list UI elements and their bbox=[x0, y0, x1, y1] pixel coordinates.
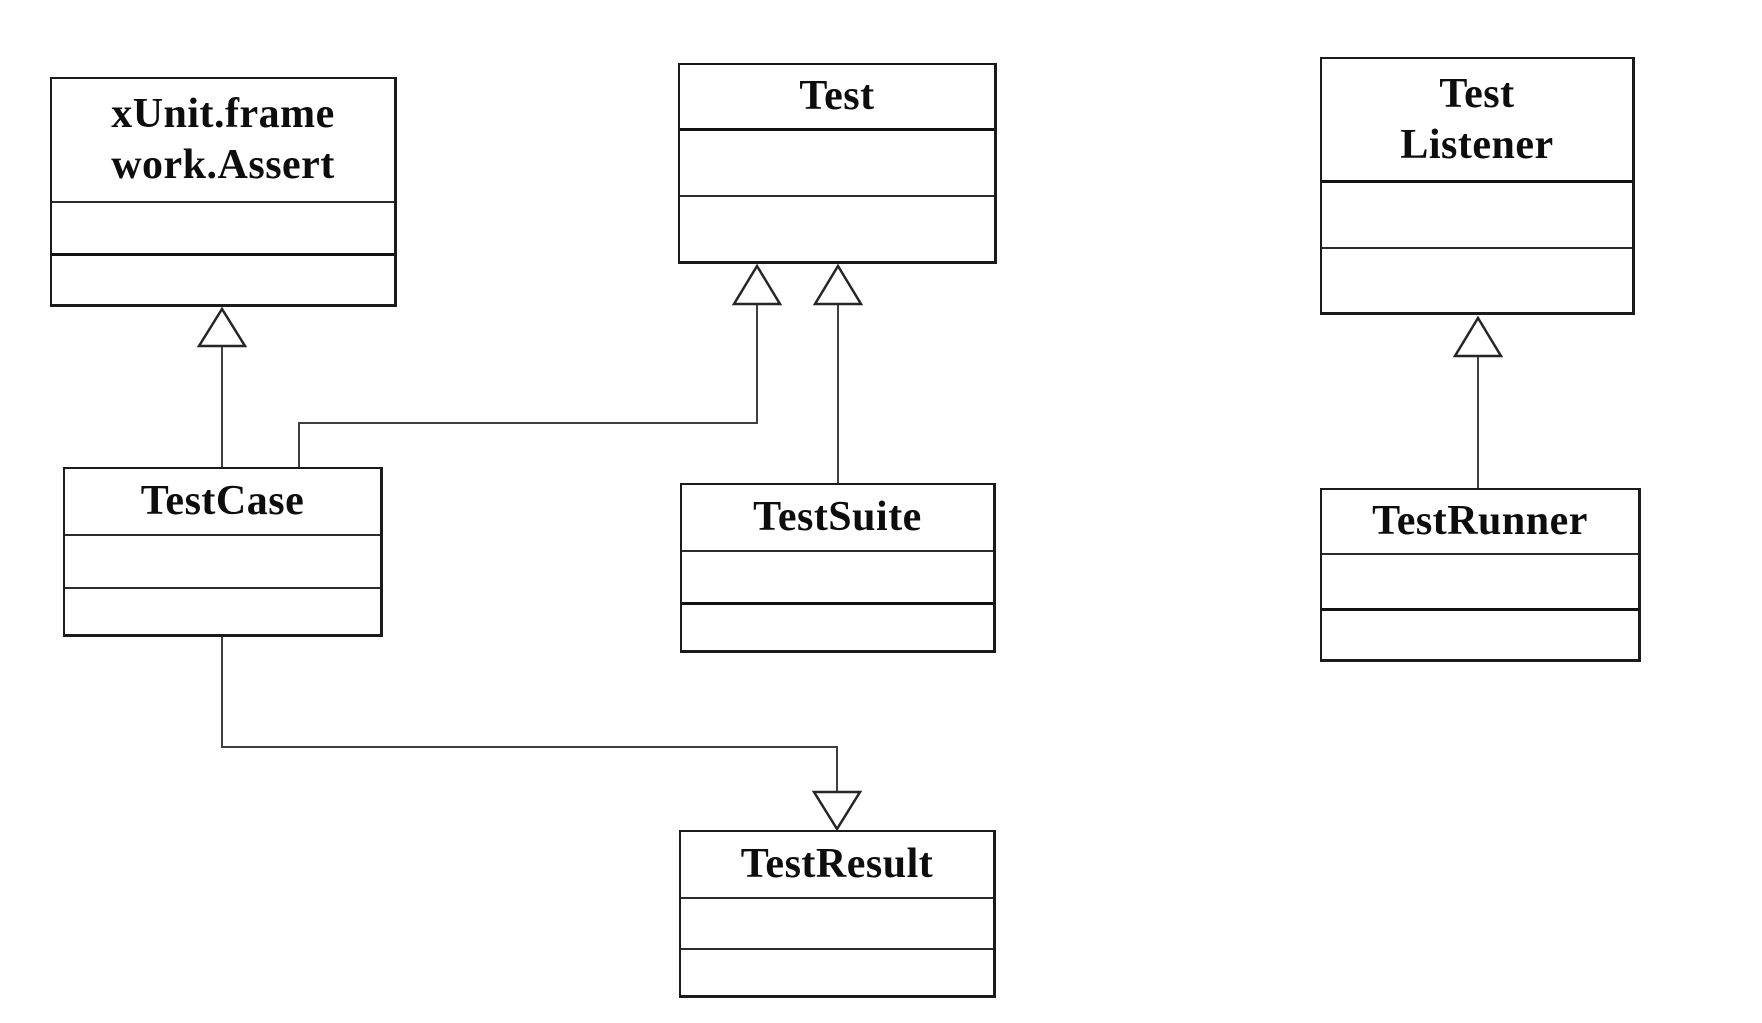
operations-compartment bbox=[680, 195, 994, 261]
operations-compartment bbox=[682, 602, 993, 650]
class-name-line: work.Assert bbox=[111, 142, 335, 188]
class-box-testrunner: TestRunner bbox=[1320, 488, 1641, 662]
attributes-compartment bbox=[1322, 180, 1632, 247]
inheritance-arrowhead-icon bbox=[811, 790, 863, 832]
class-box-test: Test bbox=[678, 63, 997, 264]
operations-compartment bbox=[52, 253, 394, 304]
inheritance-arrowhead-icon bbox=[812, 263, 864, 306]
class-box-testresult: TestResult bbox=[679, 830, 996, 998]
class-name-line: TestSuite bbox=[753, 494, 922, 540]
attributes-compartment bbox=[1322, 553, 1638, 608]
inheritance-arrowhead-icon bbox=[1452, 315, 1504, 358]
class-name-compartment: TestRunner bbox=[1322, 490, 1638, 553]
class-box-testcase: TestCase bbox=[63, 467, 383, 637]
class-name-compartment: TestSuite bbox=[682, 485, 993, 550]
class-name-compartment: Test bbox=[680, 65, 994, 128]
operations-compartment bbox=[681, 948, 993, 995]
generalization-testcase-to-assert bbox=[196, 306, 248, 468]
operations-compartment bbox=[65, 587, 380, 634]
inheritance-arrowhead-icon bbox=[196, 306, 248, 348]
generalization-testsuite-to-test bbox=[812, 263, 864, 484]
class-name-line: TestCase bbox=[140, 478, 305, 524]
class-name-line: Test bbox=[799, 73, 875, 119]
generalization-testcase-to-test bbox=[298, 263, 783, 468]
attributes-compartment bbox=[681, 897, 993, 948]
attributes-compartment bbox=[65, 534, 380, 587]
class-name-compartment: xUnit.frame work.Assert bbox=[52, 79, 394, 201]
class-name-line: xUnit.frame bbox=[111, 91, 335, 137]
generalization-testrunner-to-testlistener bbox=[1452, 315, 1504, 489]
class-name-compartment: Test Listener bbox=[1322, 59, 1632, 180]
operations-compartment bbox=[1322, 608, 1638, 659]
class-name-line: Listener bbox=[1400, 121, 1554, 168]
attributes-compartment bbox=[680, 128, 994, 195]
arrow-testcase-to-testresult bbox=[221, 636, 863, 832]
class-name-line: Test bbox=[1439, 70, 1515, 117]
class-name-line: TestResult bbox=[740, 841, 934, 887]
attributes-compartment bbox=[682, 550, 993, 602]
operations-compartment bbox=[1322, 247, 1632, 312]
class-name-line: TestRunner bbox=[1372, 498, 1588, 544]
inheritance-arrowhead-icon bbox=[731, 263, 783, 306]
class-box-testsuite: TestSuite bbox=[680, 483, 996, 653]
class-name-compartment: TestResult bbox=[681, 832, 993, 897]
attributes-compartment bbox=[52, 201, 394, 253]
class-box-assert: xUnit.frame work.Assert bbox=[50, 77, 397, 307]
class-box-test-listener: Test Listener bbox=[1320, 57, 1635, 315]
class-name-compartment: TestCase bbox=[65, 469, 380, 534]
